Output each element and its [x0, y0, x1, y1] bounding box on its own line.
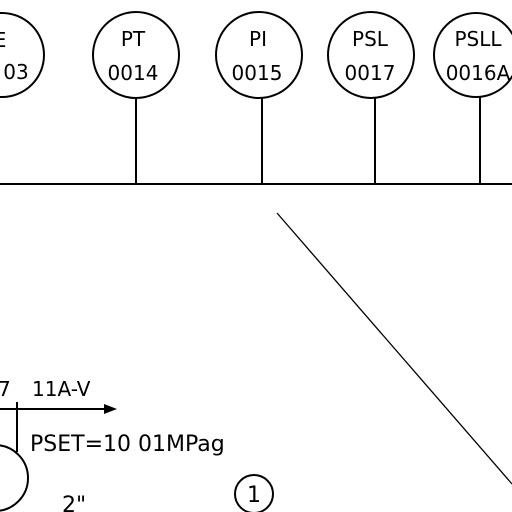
diagonal-line — [276, 212, 512, 485]
instrument-number: 0017 — [345, 61, 396, 85]
line-label-prefix: 7 — [0, 377, 11, 401]
instrument-number: 03 — [3, 60, 28, 84]
instrument-tag: PI — [249, 27, 267, 51]
valve-circle — [0, 444, 29, 512]
instrument-number: 0014 — [108, 61, 159, 85]
instrument-number: 0015 — [232, 61, 283, 85]
instrument-number: 0016A — [446, 61, 511, 85]
instrument-tag: E — [0, 28, 6, 52]
instrument-tag: PSL — [352, 27, 389, 51]
callout-bubble-1: 1 — [234, 474, 274, 512]
instrument-bubble-pi-0015[interactable]: PI 0015 — [215, 11, 303, 184]
callout-number: 1 — [247, 483, 261, 508]
instrument-bubble-psll-0016a[interactable]: PSLL 0016A — [433, 12, 512, 184]
instrument-bubble-psl-0017[interactable]: PSL 0017 — [327, 11, 415, 184]
instrument-tag: PT — [121, 27, 146, 51]
instrument-tag: PSLL — [454, 27, 502, 51]
pipe-size-label: 2" — [62, 493, 86, 512]
instrument-bubble-e-03[interactable]: E 03 — [0, 12, 45, 98]
arrow-head-icon — [104, 404, 117, 414]
pset-label: PSET=10 01MPag — [30, 432, 225, 457]
line-label: 11A-V — [32, 377, 91, 401]
instrument-bubble-pt-0014[interactable]: PT 0014 — [92, 11, 180, 184]
